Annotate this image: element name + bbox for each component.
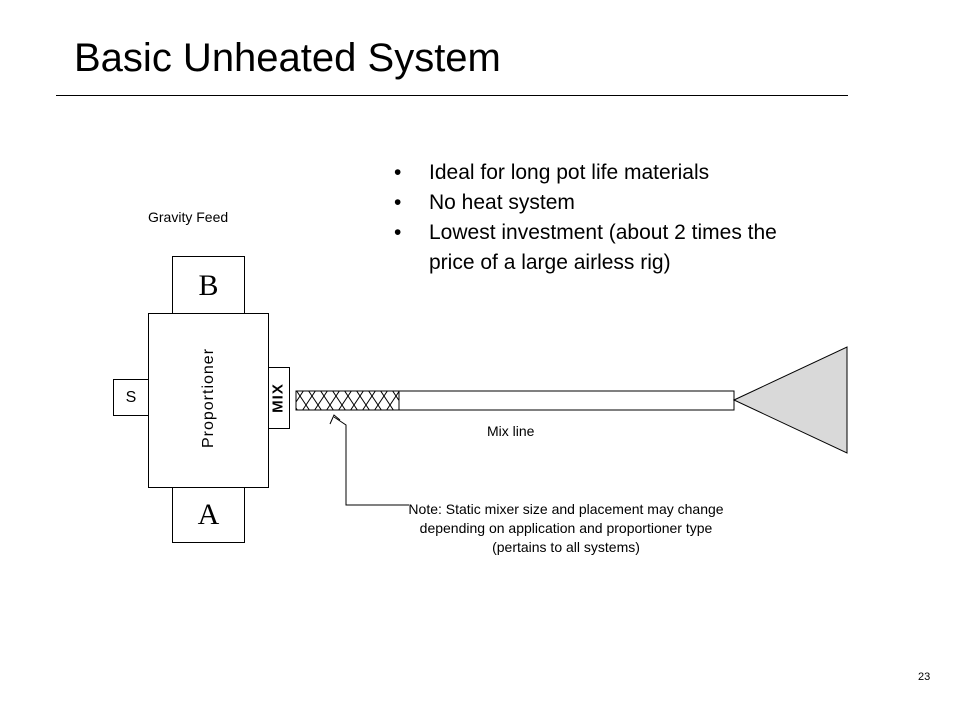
bullet-list: • Ideal for long pot life materials • No h… <box>392 158 822 278</box>
bullet-item: • Lowest investment (about 2 times the pr… <box>392 218 822 278</box>
bullet-text: Lowest investment (about 2 times the pri… <box>429 221 777 274</box>
note-leader-line <box>333 416 409 506</box>
tank-b-label: B <box>198 268 219 302</box>
bullet-icon: • <box>394 161 402 184</box>
proportioner <box>148 313 269 488</box>
bullet-item: • Ideal for long pot life materials <box>392 158 822 188</box>
bullet-icon: • <box>394 221 402 244</box>
static-mixer <box>295 390 400 411</box>
note-arrow-icon <box>329 414 341 425</box>
bullet-icon: • <box>394 191 402 214</box>
slide-title: Basic Unheated System <box>74 36 501 80</box>
solvent-label: S <box>125 388 137 406</box>
bullet-text: No heat system <box>429 191 575 214</box>
bullet-text: Ideal for long pot life materials <box>429 161 710 184</box>
bullet-item: • No heat system <box>392 188 822 218</box>
static-mixer-note: Note: Static mixer size and placement ma… <box>408 501 724 555</box>
spray-fan <box>732 346 848 454</box>
page-number: 23 <box>918 671 931 683</box>
title-divider <box>56 95 848 96</box>
solvent-box: S <box>113 379 149 416</box>
mix-line-label: Mix line <box>487 423 535 439</box>
gravity-feed-label: Gravity Feed <box>148 209 229 225</box>
tank-a-label: A <box>197 497 220 531</box>
mix-line-hose <box>398 390 735 411</box>
